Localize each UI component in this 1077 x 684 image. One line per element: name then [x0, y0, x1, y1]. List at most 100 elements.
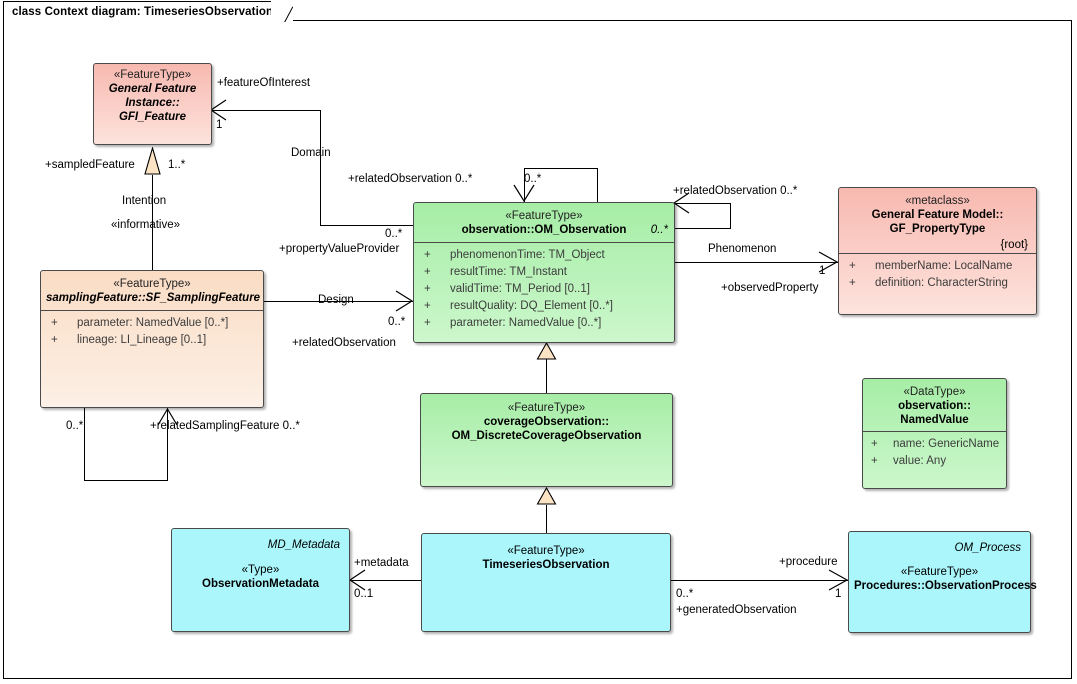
class-observation-process[interactable]: OM_Process «FeatureType» Procedures::Obs…: [848, 531, 1037, 633]
diagram-title-tab: class Context diagram: TimeseriesObserva…: [3, 1, 289, 21]
class-named-value[interactable]: «DataType» observation:: NamedValue +nam…: [862, 378, 1007, 489]
gfi-feature-name-2: Instance::: [125, 97, 180, 110]
attribute-row: +parameter: NamedValue [0..*]: [414, 315, 672, 332]
attribute-row: + definition: CharacterString: [839, 275, 1034, 292]
connector-feature-of-interest-h: [211, 110, 321, 111]
attribute-text: resultTime: TM_Instant: [450, 265, 567, 278]
connector-phenomenon: [674, 262, 838, 263]
label-procedure-multiplicity: 1: [835, 588, 842, 600]
diagram-title: class Context diagram: TimeseriesObserva…: [12, 5, 274, 18]
label-metadata-multiplicity: 0..1: [354, 588, 374, 600]
label-related-sampling-feature: +relatedSamplingFeature 0..*: [150, 420, 300, 432]
gfi-feature-name-3: GFI_Feature: [118, 111, 187, 124]
attribute-row: + validTime: TM_Period [0..1]: [414, 281, 672, 298]
observation-process-corner-label: OM_Process: [954, 542, 1021, 554]
connector-related-obs-right-v: [730, 203, 731, 228]
connector-sampled-feature-v: [152, 175, 153, 271]
gf-propertytype-name-1: General Feature Model::: [871, 209, 1004, 222]
visibility-marker: +: [871, 438, 878, 451]
class-gfi-feature[interactable]: «FeatureType» General Feature Instance::…: [93, 63, 212, 145]
label-sf-self-multiplicity: 0..*: [66, 420, 84, 432]
gf-propertytype-attributes: + memberName: LocalName + definition: Char…: [839, 253, 1036, 296]
connector-procedure: [671, 580, 848, 581]
named-value-name-1: observation::: [898, 400, 971, 413]
visibility-marker: +: [424, 249, 431, 262]
class-gf-propertytype[interactable]: «metaclass» General Feature Model:: GF_P…: [838, 187, 1037, 315]
visibility-marker: +: [424, 265, 431, 278]
timeseries-observation-stereotype: «FeatureType»: [507, 545, 585, 557]
label-observed-property-multiplicity: 1: [819, 265, 826, 277]
om-observation-corner-multiplicity: 0..*: [650, 224, 668, 236]
arrowhead-procedure: [828, 569, 850, 593]
attribute-text: lineage: LI_Lineage [0..1]: [77, 333, 207, 346]
class-om-discrete-coverage-observation[interactable]: «FeatureType» coverageObservation:: OM_D…: [420, 393, 673, 487]
timeseries-observation-name: TimeseriesObservation: [482, 559, 610, 572]
attribute-text: parameter: NamedValue [0..*]: [77, 317, 229, 330]
visibility-marker: +: [424, 282, 431, 295]
gfi-feature-name-1: General Feature: [108, 83, 197, 96]
attribute-text: memberName: LocalName: [875, 260, 1013, 273]
observation-metadata-corner-label: MD_Metadata: [267, 539, 340, 551]
connector-metadata: [350, 580, 422, 581]
visibility-marker: +: [849, 260, 856, 273]
arrowhead-phenomenon: [818, 251, 840, 275]
connector-gen-discrete-coverage: [546, 358, 547, 394]
connector-related-obs-right-bottom: [674, 228, 731, 229]
om-observation-stereotype: «FeatureType»: [505, 210, 583, 222]
observation-process-name: Procedures::ObservationProcess: [854, 579, 1037, 592]
label-foi-multiplicity: 1: [216, 119, 223, 131]
sf-sampling-feature-stereotype: «FeatureType»: [113, 278, 191, 290]
label-phenomenon: Phenomenon: [708, 243, 777, 255]
label-metadata: +metadata: [354, 557, 409, 569]
attribute-row: + resultTime: TM_Instant: [414, 264, 672, 281]
observation-process-stereotype: «FeatureType»: [900, 565, 979, 578]
named-value-stereotype: «DataType»: [903, 386, 966, 398]
arrowhead-sf-self: [157, 407, 178, 427]
arrowhead-design: [395, 290, 415, 314]
attribute-row: +name: GenericName: [863, 436, 1004, 453]
arrowhead-metadata: [347, 569, 367, 593]
gf-propertytype-root-marker: {root}: [1000, 239, 1029, 252]
arrowhead-self-observation: [513, 184, 535, 204]
generalization-triangle-timeseries: [536, 487, 557, 506]
generalization-triangle-discrete-coverage: [536, 342, 557, 361]
named-value-name-2: NamedValue: [900, 414, 969, 427]
connector-feature-of-interest-v: [320, 110, 321, 225]
sf-sampling-feature-name: samplingFeature::SF_SamplingFeature: [46, 292, 261, 305]
connector-feature-of-interest-h2: [320, 225, 413, 226]
gf-propertytype-stereotype: «metaclass»: [905, 195, 970, 207]
visibility-marker: +: [871, 454, 878, 467]
label-pvp-multiplicity: 0..*: [385, 228, 403, 240]
attribute-row: +phenomenonTime: TM_Object: [414, 247, 672, 264]
observation-metadata-name: ObservationMetadata: [202, 577, 319, 590]
om-observation-attributes: +phenomenonTime: TM_Object + resultTime: …: [414, 242, 674, 335]
label-property-value-provider: +propertyValueProvider: [279, 243, 400, 255]
connector-gen-timeseries: [546, 505, 547, 533]
label-generated-observation-multiplicity: 0..*: [676, 588, 694, 600]
connector-self-observation-left: [524, 168, 525, 202]
visibility-marker: +: [849, 276, 856, 289]
label-self-observation-multiplicity: 0..*: [524, 173, 542, 185]
generalization-triangle-sampled-feature: [143, 147, 162, 176]
attribute-row: + memberName: LocalName: [839, 258, 1034, 275]
class-om-observation[interactable]: «FeatureType» observation::OM_Observatio…: [413, 202, 675, 343]
attribute-text: definition: CharacterString: [875, 276, 1008, 289]
attribute-text: resultQuality: DQ_Element [0..*]: [450, 299, 613, 312]
connector-sf-self-left: [84, 408, 85, 481]
attribute-text: validTime: TM_Period [0..1]: [450, 282, 590, 295]
visibility-marker: +: [424, 316, 431, 329]
class-sf-sampling-feature[interactable]: «FeatureType» samplingFeature::SF_Sampli…: [40, 270, 264, 408]
discrete-coverage-name-1: coverageObservation::: [483, 416, 610, 429]
class-timeseries-observation[interactable]: «FeatureType» TimeseriesObservation: [421, 533, 671, 632]
label-informative: «informative»: [111, 219, 181, 231]
connector-design-h: [263, 301, 413, 302]
om-observation-name: observation::OM_Observation: [461, 224, 627, 237]
visibility-marker: +: [51, 333, 58, 346]
discrete-coverage-stereotype: «FeatureType»: [507, 402, 586, 414]
visibility-marker: +: [51, 317, 58, 330]
label-observed-property: +observedProperty: [721, 282, 819, 294]
sf-sampling-feature-attributes: + parameter: NamedValue [0..*] + lineage: …: [41, 310, 263, 353]
class-observation-metadata[interactable]: MD_Metadata «Type» ObservationMetadata: [171, 528, 350, 632]
label-related-observation-design: +relatedObservation: [292, 337, 396, 349]
label-related-observation-right: +relatedObservation 0..*: [673, 185, 798, 197]
